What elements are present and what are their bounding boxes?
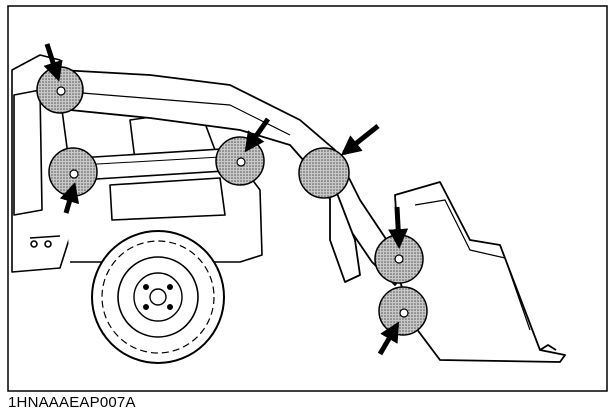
- loader-bucket: [394, 181, 566, 363]
- pointer-arrow-icon: [43, 43, 63, 82]
- pointer-arrow-icon: [377, 321, 400, 356]
- fitting-icon: [399, 308, 409, 318]
- pointer-arrow-icon: [244, 117, 271, 153]
- fitting-icon: [236, 157, 246, 167]
- front-wheel: [91, 230, 225, 364]
- figure-caption: 1HNAAAEAP007A: [8, 394, 136, 411]
- grease-point-boom-bend: [298, 147, 350, 199]
- pointer-arrow-icon: [388, 206, 409, 249]
- figure-border: [7, 5, 608, 392]
- pointer-arrow-icon: [340, 124, 380, 156]
- pointer-arrow-icon: [59, 182, 80, 214]
- fitting-icon: [56, 86, 66, 96]
- fitting-icon: [69, 169, 79, 179]
- fitting-icon: [394, 254, 404, 264]
